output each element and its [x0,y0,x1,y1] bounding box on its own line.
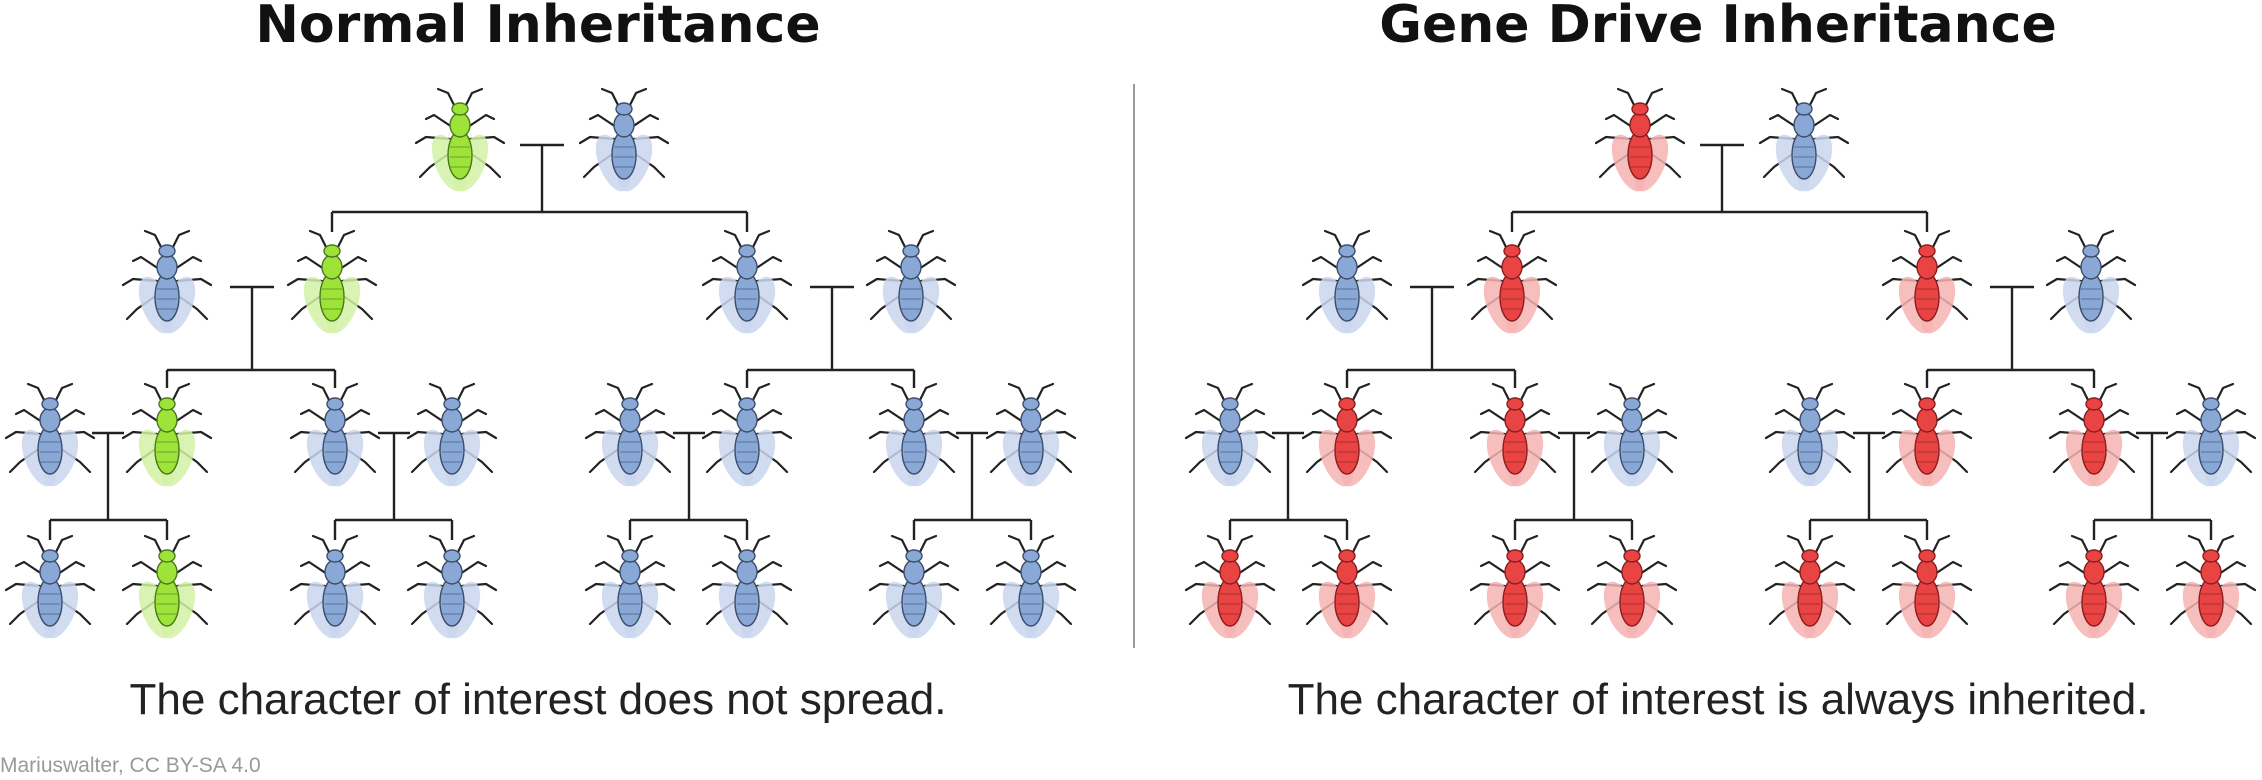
pedigree-lines [48,143,2213,540]
gene-drive-grandchild-fly-wildtype-icon [1764,382,1856,487]
normal-grandchild-fly-trait-icon [121,382,213,487]
gene-drive-great-grandchild-fly-trait-icon [1469,534,1561,639]
normal-grandchild-fly-wildtype-icon [406,382,498,487]
image-credit: Mariuswalter, CC BY-SA 4.0 [0,754,261,777]
gene-drive-great-grandchild-fly-trait-icon [1881,534,1973,639]
normal-grandchild-fly-wildtype-icon [868,382,960,487]
normal-great-grandchild-fly-wildtype-icon [4,534,96,639]
normal-root-fly-trait-icon [414,87,506,192]
normal-great-grandchild-fly-wildtype-icon [701,534,793,639]
normal-grandchild-fly-wildtype-icon [289,382,381,487]
normal-grandchild-fly-wildtype-icon [701,382,793,487]
normal-child-fly-trait-icon [286,229,378,334]
gene-drive-child-fly-trait-icon [1466,229,1558,334]
gene-drive-root-fly-wildtype-icon [1758,87,1850,192]
normal-grandchild-fly-wildtype-icon [985,382,1077,487]
gene-drive-great-grandchild-fly-trait-icon [2048,534,2140,639]
gene-drive-great-grandchild-fly-trait-icon [1301,534,1393,639]
gene-drive-child-fly-wildtype-icon [1301,229,1393,334]
gene-drive-root-fly-trait-icon [1594,87,1686,192]
normal-root-fly-wildtype-icon [578,87,670,192]
gene-drive-great-grandchild-fly-trait-icon [1586,534,1678,639]
gene-drive-great-grandchild-fly-trait-icon [1184,534,1276,639]
normal-child-fly-wildtype-icon [121,229,213,334]
left-panel-caption: The character of interest does not sprea… [129,675,947,724]
gene-drive-child-fly-trait-icon [1881,229,1973,334]
normal-great-grandchild-fly-trait-icon [121,534,213,639]
flies-layer [4,87,2257,639]
normal-great-grandchild-fly-wildtype-icon [985,534,1077,639]
gene-drive-child-fly-wildtype-icon [2045,229,2137,334]
gene-drive-great-grandchild-fly-trait-icon [2165,534,2257,639]
gene-drive-grandchild-fly-trait-icon [1469,382,1561,487]
normal-great-grandchild-fly-wildtype-icon [584,534,676,639]
gene-drive-grandchild-fly-trait-icon [2048,382,2140,487]
gene-drive-grandchild-fly-trait-icon [1301,382,1393,487]
panel-divider [1133,84,1135,648]
gene-drive-grandchild-fly-wildtype-icon [2165,382,2257,487]
right-panel-title: Gene Drive Inheritance [1379,0,2057,55]
left-panel-title: Normal Inheritance [255,0,821,55]
normal-grandchild-fly-wildtype-icon [4,382,96,487]
gene-drive-grandchild-fly-wildtype-icon [1586,382,1678,487]
gene-drive-grandchild-fly-wildtype-icon [1184,382,1276,487]
gene-drive-grandchild-fly-trait-icon [1881,382,1973,487]
normal-grandchild-fly-wildtype-icon [584,382,676,487]
normal-great-grandchild-fly-wildtype-icon [289,534,381,639]
gene-drive-great-grandchild-fly-trait-icon [1764,534,1856,639]
normal-great-grandchild-fly-wildtype-icon [406,534,498,639]
right-panel-caption: The character of interest is always inhe… [1287,675,2149,724]
normal-child-fly-wildtype-icon [865,229,957,334]
normal-child-fly-wildtype-icon [701,229,793,334]
normal-great-grandchild-fly-wildtype-icon [868,534,960,639]
